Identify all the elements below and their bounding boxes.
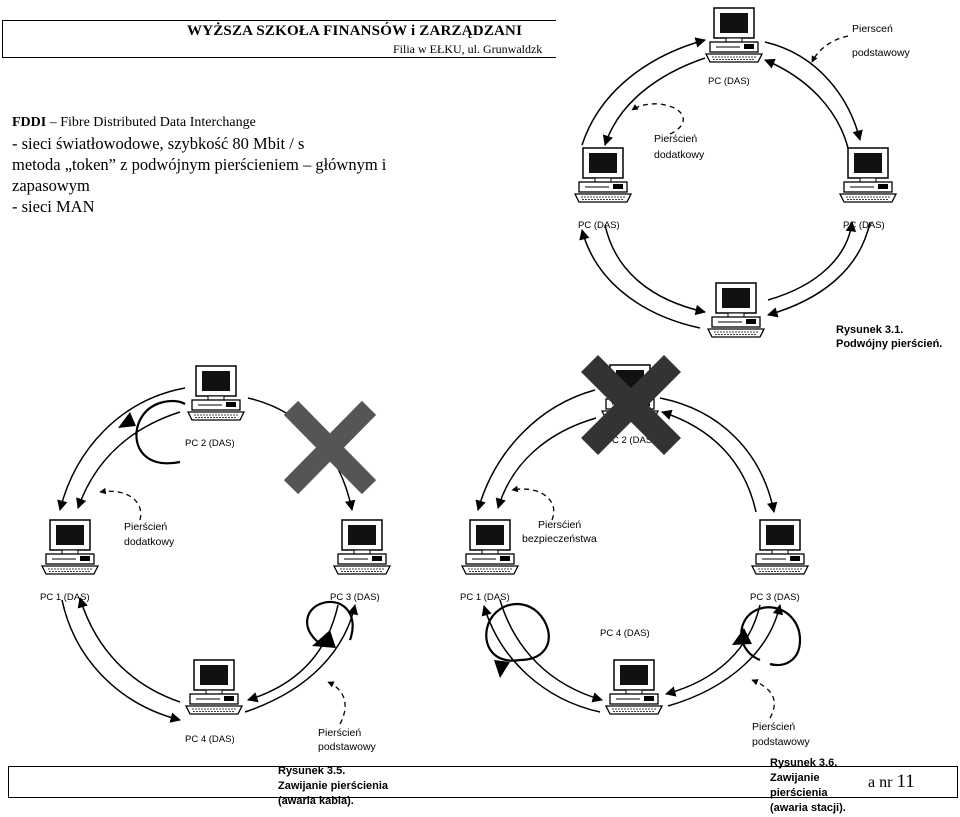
school-address: Filia w EŁKU, ul. Grunwaldzk xyxy=(393,42,543,56)
ring-backup-label: dodatkowy xyxy=(124,536,175,548)
pc-label: PC (DAS) xyxy=(843,220,885,231)
pc-label: PC 3 (DAS) xyxy=(330,592,380,603)
body-text: FDDI – Fibre Distributed Data Interchang… xyxy=(12,112,492,217)
figure-3-6: C 2 (DAS PC 1 (DAS) PC 3 (DAS) PC 4 (DAS… xyxy=(460,355,846,814)
ring-safety-label: bezpieczeństwa xyxy=(522,533,597,545)
ring-safety-label: Piersćień xyxy=(538,519,581,531)
pc-label: PC 4 (DAS) xyxy=(600,628,650,639)
figure-3-1: PC (DAS) PC (DAS) PC (DAS) Piersceń pods… xyxy=(574,7,942,350)
pc-label: PC (DAS) xyxy=(708,76,750,87)
computer-icon xyxy=(839,147,897,203)
ring-backup-label: dodatkowy xyxy=(654,149,705,161)
computer-icon xyxy=(187,365,245,421)
figure-caption: (awaria kabla). xyxy=(278,795,354,807)
definition: – Fibre Distributed Data Interchange xyxy=(46,115,256,130)
ring-main-label: podstawowy xyxy=(852,47,911,59)
page-footer xyxy=(8,766,958,798)
school-name: WYŻSZA SZKOŁA FINANSÓW i ZARZĄDZANI xyxy=(187,23,523,39)
computer-icon xyxy=(574,147,632,203)
ring-main-label: Piersceń xyxy=(852,23,893,35)
figure-caption: Podwójny pierścień. xyxy=(836,338,942,350)
figure-caption: Zawijanie pierścienia xyxy=(278,780,389,792)
figure-3-5: PC 2 (DAS) PC 1 (DAS) PC 3 (DAS) PC 4 (D… xyxy=(40,365,391,807)
method-line: metoda „token” z podwójnym pierścieniem … xyxy=(12,155,387,174)
ring-main-label: podstawowy xyxy=(752,736,811,748)
figure-caption: (awaria stacji). xyxy=(770,802,846,814)
computer-icon xyxy=(41,519,99,575)
term: FDDI xyxy=(12,115,47,130)
pc-label: PC 1 (DAS) xyxy=(460,592,510,603)
ring-backup-label: Pierścień xyxy=(124,521,167,533)
computer-icon xyxy=(605,659,663,715)
computer-icon xyxy=(185,659,243,715)
definition-line: FDDI – Fibre Distributed Data Interchang… xyxy=(12,112,492,133)
page-prefix: a nr xyxy=(868,774,893,791)
station-failure-marker xyxy=(581,355,681,455)
pc-label: PC 4 (DAS) xyxy=(185,734,235,745)
ring-main-label: Pierścień xyxy=(318,727,361,739)
ring-main-label: Pierścień xyxy=(752,721,795,733)
bullet-fiber: - sieci światłowodowe, szybkość 80 Mbit … xyxy=(12,134,305,153)
figure-caption: pierścienia xyxy=(770,787,828,799)
pc-label: PC 3 (DAS) xyxy=(750,592,800,603)
computer-icon xyxy=(461,519,519,575)
page-number: 11 xyxy=(896,771,915,792)
figure-caption: Rysunek 3.1. xyxy=(836,324,903,336)
figure-caption: Rysunek 3.6. xyxy=(770,757,837,769)
ring-backup-label: Pierścień xyxy=(654,133,697,145)
cable-break-marker xyxy=(283,400,377,495)
pc-label: PC 2 (DAS) xyxy=(185,438,235,449)
computer-icon xyxy=(751,519,809,575)
pc-label: PC (DAS) xyxy=(578,220,620,231)
pc-label: C 2 (DAS xyxy=(612,435,652,446)
page-number-label: a nr 11 xyxy=(868,771,915,793)
figure-caption: Zawijanie xyxy=(770,772,820,784)
figure-caption: Rysunek 3.5. xyxy=(278,765,345,777)
pc-label: PC 1 (DAS) xyxy=(40,592,90,603)
ring-main-label: podstawowy xyxy=(318,741,377,753)
bullet-man: - sieci MAN xyxy=(12,197,95,216)
method-line-cont: zapasowym xyxy=(12,176,90,195)
computer-icon xyxy=(707,282,765,338)
document-header: WYŻSZA SZKOŁA FINANSÓW i ZARZĄDZANI Fili… xyxy=(2,20,556,58)
computer-icon xyxy=(333,519,391,575)
computer-icon xyxy=(705,7,763,63)
